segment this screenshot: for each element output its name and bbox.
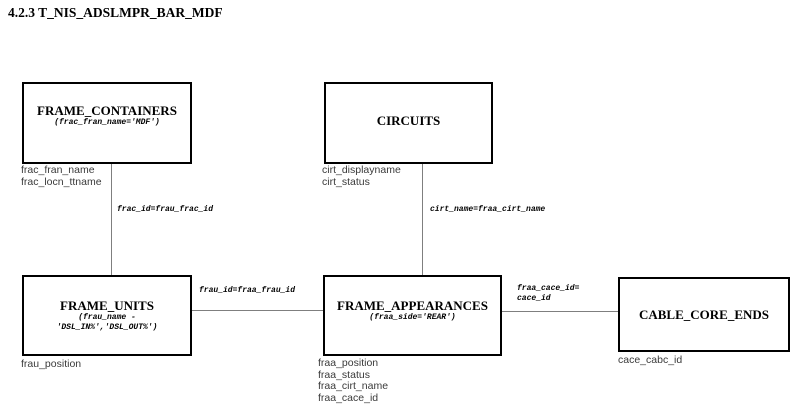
entity-title: CIRCUITS bbox=[376, 112, 441, 128]
entity-attributes-cable-core-ends: cace_cabc_id bbox=[618, 354, 683, 367]
relationship-label-line: fraa_cace_id= bbox=[517, 284, 580, 293]
attribute-label: frac_locn_ttname bbox=[21, 175, 102, 188]
connector-frame-containers-frame-units bbox=[111, 164, 112, 275]
connector-frame-units-frame-appearances bbox=[192, 310, 323, 311]
relationship-label-line: cace_id bbox=[517, 294, 551, 303]
attribute-label: frau_position bbox=[21, 358, 82, 370]
entity-title: FRAME_UNITS bbox=[60, 297, 154, 313]
relationship-label-cirt-fraa: cirt_name=fraa_cirt_name bbox=[430, 205, 546, 214]
entity-frame-appearances: FRAME_APPEARANCES (fraa_side='REAR') bbox=[323, 275, 502, 356]
entity-circuits: CIRCUITS bbox=[324, 82, 493, 164]
page-title: 4.2.3 T_NIS_ADSLMPR_BAR_MDF bbox=[8, 5, 223, 20]
attribute-label: cace_cabc_id bbox=[618, 354, 683, 366]
relationship-label-frau-fraa: frau_id=fraa_frau_id bbox=[199, 286, 296, 295]
relationship-label-fraa-cace: fraa_cace_id= cace_id bbox=[517, 284, 579, 304]
relationship-label-frac-frau: frac_id=frau_frac_id bbox=[117, 205, 214, 214]
attribute-label: cirt_displayname bbox=[322, 164, 401, 176]
entity-attributes-frame-appearances: fraa_position fraa_status fraa_cirt_name… bbox=[318, 357, 389, 404]
entity-filter: 'DSL_IN%','DSL_OUT%') bbox=[56, 323, 158, 332]
entity-title: CABLE_CORE_ENDS bbox=[638, 307, 770, 322]
entity-cable-core-ends: CABLE_CORE_ENDS bbox=[618, 277, 790, 352]
entity-attributes-circuits: cirt_displayname cirt_status bbox=[322, 164, 401, 188]
entity-filter: (frau_name - bbox=[78, 312, 136, 322]
entity-title: FRAME_CONTAINERS bbox=[37, 103, 177, 119]
attribute-label: fraa_cace_id bbox=[318, 391, 379, 404]
attribute-label: frac_fran_name bbox=[21, 164, 95, 176]
entity-filter: (frac_fran_name='MDF') bbox=[54, 118, 160, 128]
connector-circuits-frame-appearances bbox=[422, 164, 423, 275]
attribute-label: fraa_cirt_name bbox=[318, 380, 389, 392]
entity-title: FRAME_APPEARANCES bbox=[337, 297, 488, 313]
entity-attributes-frame-containers: frac_fran_name frac_locn_ttname bbox=[21, 164, 102, 188]
attribute-label: fraa_position bbox=[318, 357, 379, 369]
entity-attributes-frame-units: frau_position bbox=[21, 358, 82, 371]
entity-frame-units: FRAME_UNITS (frau_name - 'DSL_IN%','DSL_… bbox=[22, 275, 192, 356]
entity-filter: (fraa_side='REAR') bbox=[369, 312, 456, 322]
attribute-label: fraa_status bbox=[318, 368, 370, 381]
connector-frame-appearances-cable-core-ends bbox=[502, 311, 618, 312]
entity-frame-containers: FRAME_CONTAINERS (frac_fran_name='MDF') bbox=[22, 82, 192, 164]
attribute-label: cirt_status bbox=[322, 175, 370, 188]
